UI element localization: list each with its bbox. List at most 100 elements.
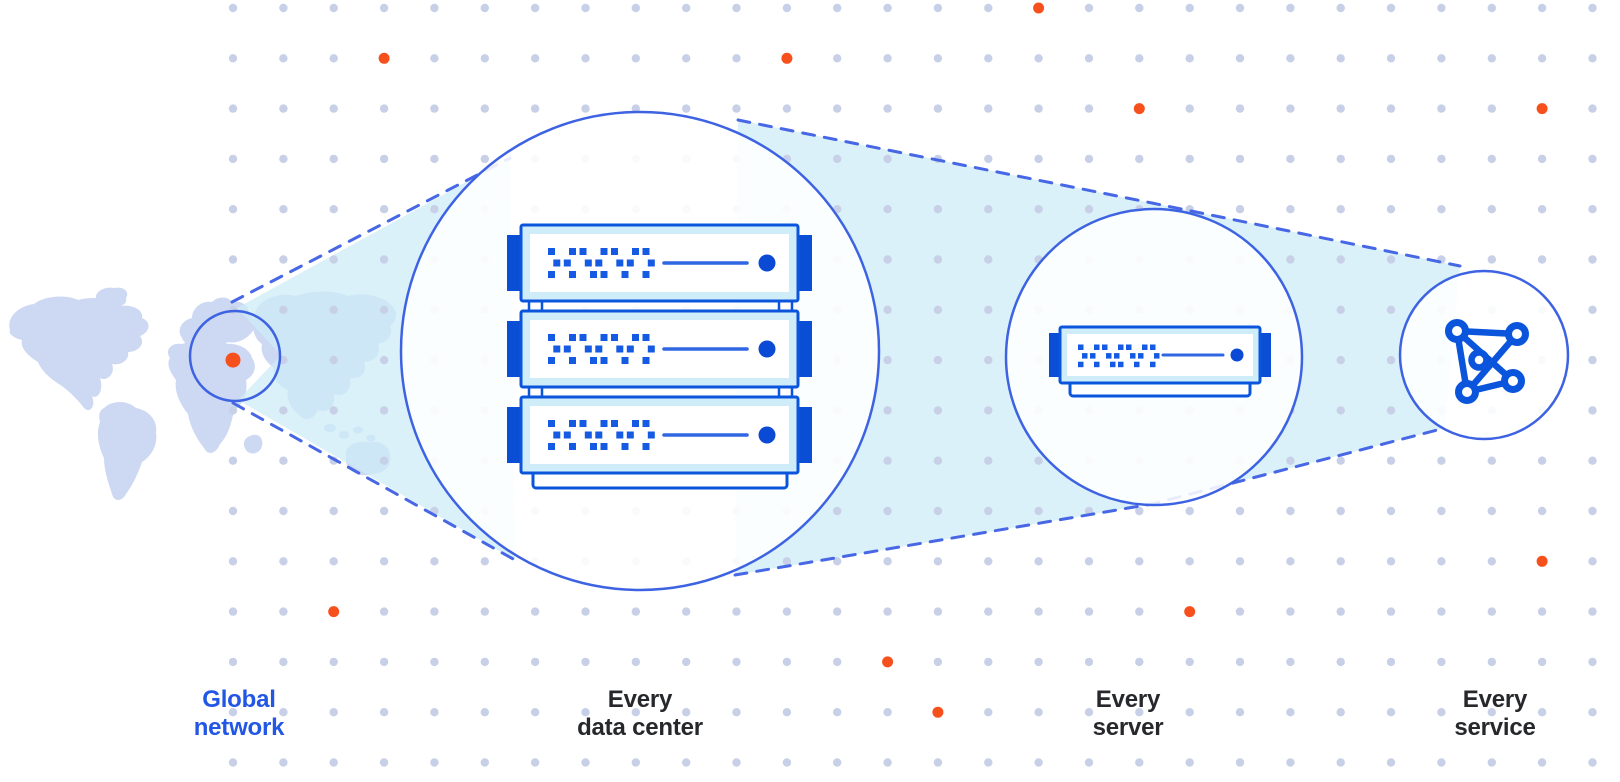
- matrix-dot: [1138, 353, 1144, 359]
- grid-dot: [631, 708, 640, 717]
- grid-dot: [1135, 506, 1144, 516]
- grid-dot: [1437, 758, 1446, 767]
- island-madagascar: [243, 434, 263, 454]
- grid-dot: [1386, 406, 1396, 415]
- grid-dot: [1336, 54, 1345, 63]
- grid-dot: [1537, 506, 1547, 516]
- grid-dot: [883, 406, 892, 415]
- matrix-dot: [611, 420, 618, 427]
- network-node-center: [1468, 349, 1490, 371]
- grid-dot: [1135, 3, 1144, 13]
- grid-dot: [480, 557, 489, 566]
- grid-dot: [530, 758, 540, 767]
- grid-dot: [1084, 3, 1094, 13]
- grid-dot: [1034, 456, 1043, 465]
- matrix-dot: [595, 431, 603, 439]
- grid-dot: [1185, 3, 1194, 13]
- grid-dot: [1336, 104, 1345, 113]
- grid-dot: [631, 758, 640, 767]
- matrix-dot: [1082, 353, 1088, 359]
- grid-dot: [279, 205, 288, 214]
- grid-dot: [1588, 355, 1597, 365]
- matrix-dot: [600, 443, 608, 450]
- continent-south-america: [97, 402, 157, 500]
- grid-dot: [1185, 104, 1194, 113]
- grid-dot: [682, 104, 691, 113]
- grid-dot: [1437, 154, 1446, 164]
- matrix-dot: [553, 259, 561, 267]
- matrix-dot: [595, 345, 603, 353]
- matrix-dot: [1114, 353, 1120, 359]
- grid-dot: [1235, 104, 1245, 113]
- grid-dot: [833, 708, 842, 717]
- grid-dot: [279, 406, 288, 415]
- accent-dot: [932, 706, 944, 718]
- grid-dot: [1537, 708, 1547, 717]
- globe-highlight-circle: [188, 309, 282, 403]
- server-led: [1230, 348, 1244, 362]
- grid-dot: [379, 205, 389, 214]
- grid-dot: [1286, 506, 1295, 516]
- matrix-dot: [616, 431, 624, 439]
- grid-dot: [480, 657, 489, 667]
- grid-dot: [1235, 154, 1245, 164]
- grid-dot: [1386, 355, 1396, 365]
- matrix-dot: [1118, 344, 1124, 350]
- grid-dot: [883, 758, 892, 767]
- grid-dot: [279, 607, 288, 616]
- grid-dot: [1084, 708, 1094, 717]
- network-node: [1445, 319, 1469, 343]
- grid-dot: [279, 456, 288, 465]
- grid-dot: [1286, 607, 1295, 616]
- grid-dot: [1336, 758, 1345, 767]
- matrix-dot: [1142, 344, 1148, 350]
- grid-dot: [984, 607, 993, 616]
- grid-dot: [732, 3, 741, 13]
- matrix-dot: [632, 248, 639, 255]
- grid-dot: [933, 456, 943, 465]
- grid-dot: [1286, 205, 1295, 214]
- server-illustration: [1049, 325, 1271, 398]
- accent-dot: [1184, 606, 1196, 618]
- grid-dot: [1487, 154, 1497, 164]
- grid-dot: [1084, 607, 1094, 616]
- network-graph-icon: [1445, 319, 1529, 404]
- grid-dot: [329, 708, 338, 717]
- grid-dot: [883, 3, 892, 13]
- grid-dot: [732, 104, 741, 113]
- grid-dot: [1588, 54, 1597, 63]
- grid-dot: [581, 54, 590, 63]
- accent-dot: [378, 52, 390, 64]
- matrix-dot: [611, 334, 618, 341]
- grid-dot: [1135, 708, 1144, 717]
- grid-dot: [480, 708, 489, 717]
- grid-dot: [933, 54, 943, 63]
- grid-dot: [430, 557, 439, 566]
- grid-dot: [1286, 557, 1295, 566]
- grid-dot: [1084, 104, 1094, 113]
- grid-dot: [279, 506, 288, 516]
- grid-dot: [883, 54, 892, 63]
- grid-dot: [984, 406, 993, 415]
- grid-dot: [1588, 456, 1597, 465]
- matrix-dot: [553, 345, 561, 353]
- grid-dot: [329, 305, 338, 314]
- matrix-dot: [1126, 344, 1132, 350]
- grid-dot: [883, 456, 892, 465]
- grid-dot: [228, 758, 238, 767]
- matrix-dot: [553, 431, 561, 439]
- grid-dot: [430, 154, 439, 164]
- label-line: Every: [607, 686, 673, 713]
- grid-dot: [984, 456, 993, 465]
- grid-dot: [833, 54, 842, 63]
- matrix-dot: [1150, 344, 1156, 350]
- grid-dot: [984, 305, 993, 314]
- grid-dot: [1185, 54, 1194, 63]
- grid-dot: [430, 205, 439, 214]
- grid-dot: [1185, 557, 1194, 566]
- matrix-dot: [579, 420, 587, 427]
- accent-dot: [1536, 555, 1548, 567]
- grid-dot: [1487, 255, 1497, 264]
- grid-dot: [1386, 708, 1396, 717]
- grid-dot: [1487, 758, 1497, 767]
